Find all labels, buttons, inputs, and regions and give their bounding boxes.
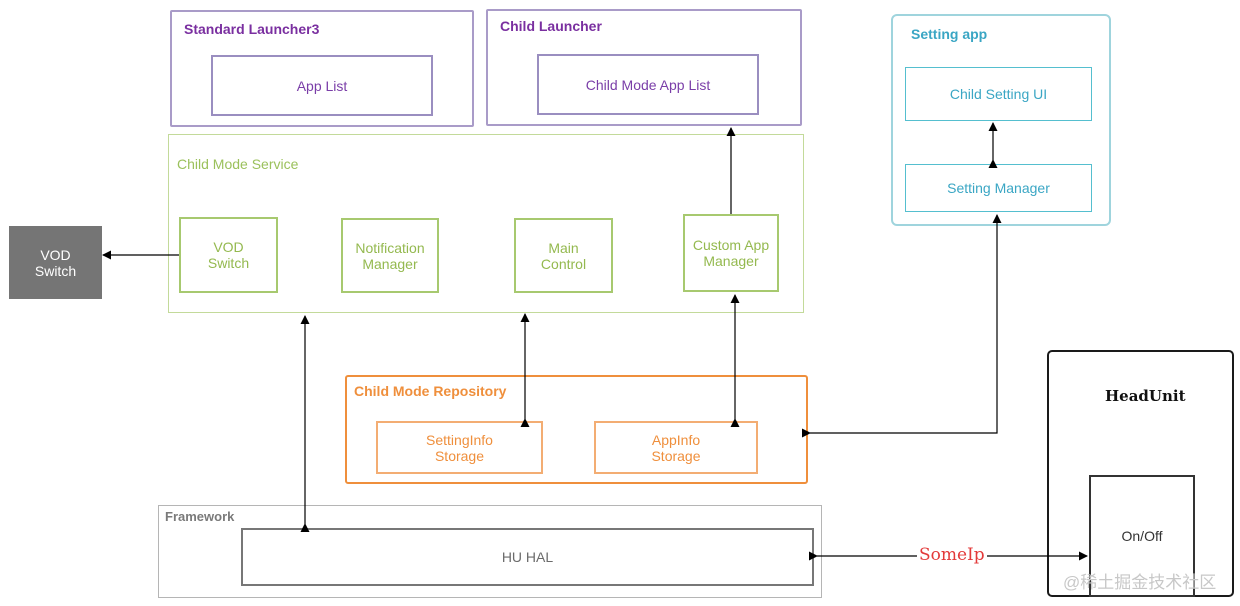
- child-setting-ui-box: Child Setting UI: [905, 67, 1092, 121]
- app-list-box: App List: [211, 55, 433, 116]
- on-off-box: On/Off: [1089, 475, 1195, 597]
- setting-manager-box: Setting Manager: [905, 164, 1092, 212]
- vod-switch-module: VOD Switch: [179, 217, 278, 293]
- main-control-module: Main Control: [514, 218, 613, 293]
- appinfo-storage-box: AppInfo Storage: [594, 421, 758, 474]
- settinginfo-storage-box: SettingInfo Storage: [376, 421, 543, 474]
- setting-app-title: Setting app: [911, 26, 988, 42]
- child-launcher-group: Child Launcher: [486, 9, 802, 126]
- child-mode-service-title: Child Mode Service: [177, 156, 299, 172]
- standard-launcher-group: Standard Launcher3: [170, 10, 474, 127]
- head-unit-title: HeadUnit: [1105, 387, 1186, 405]
- vod-switch-external: VOD Switch: [9, 226, 102, 299]
- watermark: @稀土掘金技术社区: [1063, 573, 1217, 592]
- child-mode-repository-title: Child Mode Repository: [354, 383, 507, 399]
- setting-manager-repository-arrow: [802, 214, 1002, 438]
- custom-app-manager-module: Custom App Manager: [683, 214, 779, 292]
- notification-manager-module: Notification Manager: [341, 218, 439, 293]
- child-launcher-title: Child Launcher: [500, 18, 602, 34]
- someip-label: SomeIp: [917, 545, 987, 565]
- child-mode-app-list-box: Child Mode App List: [537, 54, 759, 115]
- standard-launcher-title: Standard Launcher3: [184, 21, 320, 37]
- framework-title: Framework: [165, 509, 235, 524]
- hu-hal-box: HU HAL: [241, 528, 814, 586]
